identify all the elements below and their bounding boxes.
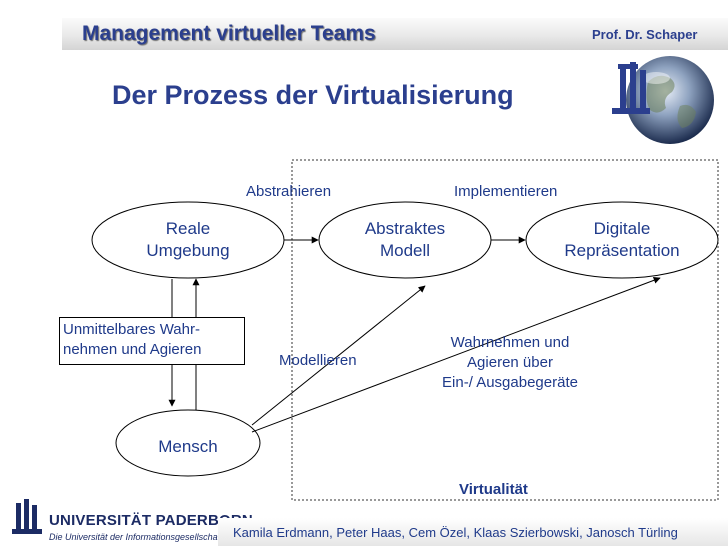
digital-representation-label: Digitale Repräsentation [564,219,680,260]
university-logo [12,499,42,534]
virtuality-label: Virtualität [459,481,528,498]
node-human [115,409,261,477]
slide-title: Der Prozess der Virtualisierung [112,80,514,110]
edge-label-abstract: Abstrahieren [246,183,332,200]
direct-interaction-box: Unmittelbares Wahr- nehmen und Agieren [59,317,245,365]
university-name: UNIVERSITÄT PADERBORN [49,512,253,529]
globe-logo [612,56,714,144]
node-digital-representation [525,201,719,279]
human-label: Mensch [158,437,218,456]
virtuality-region [291,159,719,501]
header-bar [62,18,728,50]
author-name: Prof. Dr. Schaper [592,27,698,42]
university-tagline: Die Universität der Informationsgesellsc… [49,532,223,542]
arrow-modelling [251,285,426,426]
edge-label-implement: Implementieren [454,183,558,200]
edge-label-model: Modellieren [279,352,357,369]
arrow-perceive-act [251,276,661,433]
course-title: Management virtueller Teams [82,22,376,45]
footer-bar [218,518,728,546]
abstract-model-label: Abstraktes Modell [364,219,446,260]
edge-label-perceive-act: Wahrnehmen und Agieren über Ein-/ Ausgab… [442,334,578,391]
real-environment-label: Reale Umgebung [146,219,230,260]
footer-authors: Kamila Erdmann, Peter Haas, Cem Özel, Kl… [233,525,678,540]
